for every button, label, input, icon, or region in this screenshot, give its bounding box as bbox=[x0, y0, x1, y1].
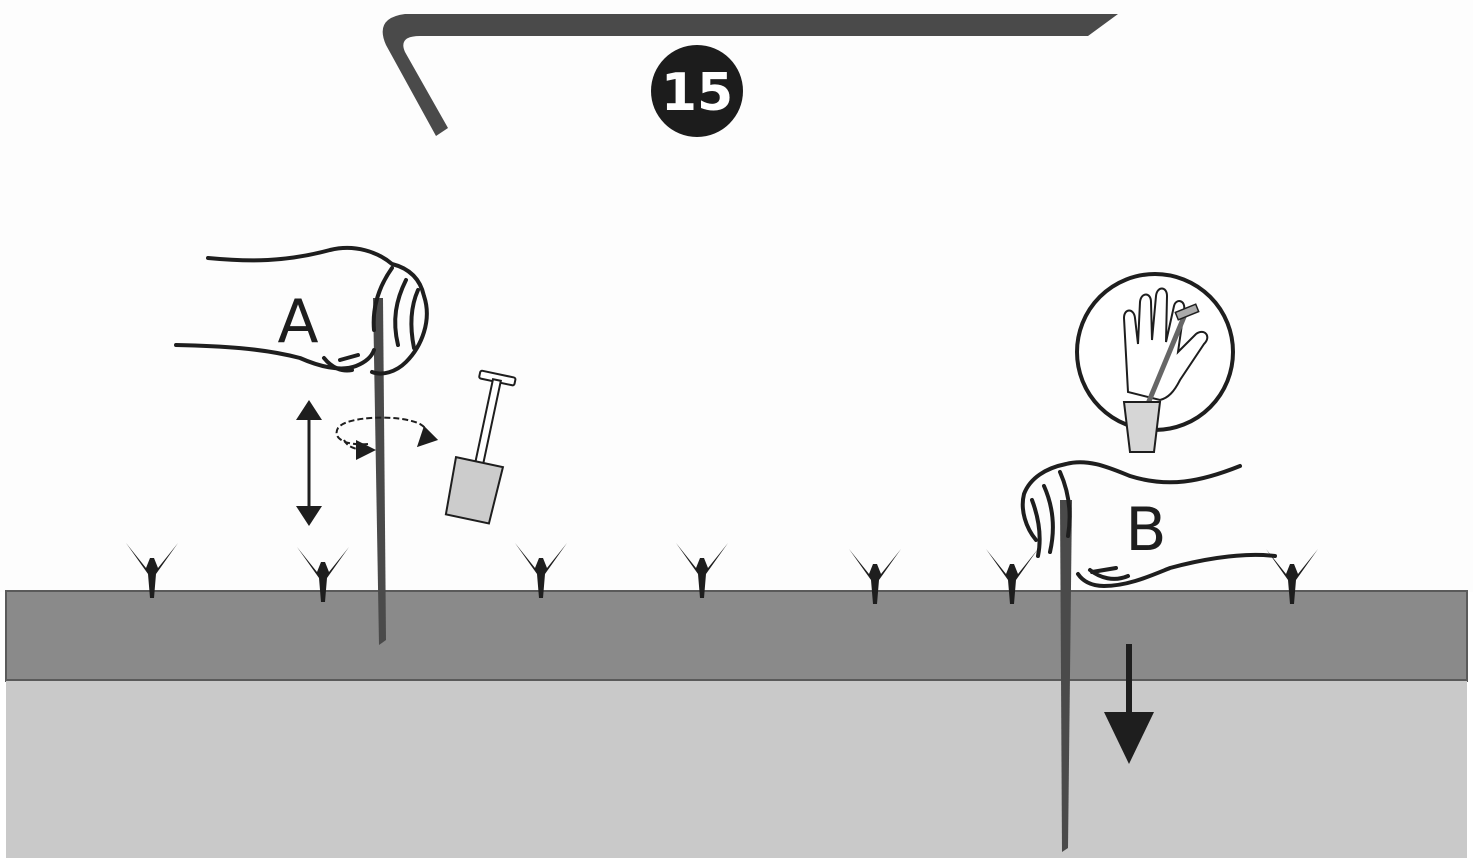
topsoil-layer bbox=[6, 591, 1467, 681]
label-a: A bbox=[277, 287, 318, 357]
label-b: B bbox=[1125, 495, 1166, 565]
step-number-label: 15 bbox=[661, 63, 733, 123]
step-number-badge: 15 bbox=[651, 45, 743, 137]
subsoil-layer bbox=[6, 681, 1467, 858]
